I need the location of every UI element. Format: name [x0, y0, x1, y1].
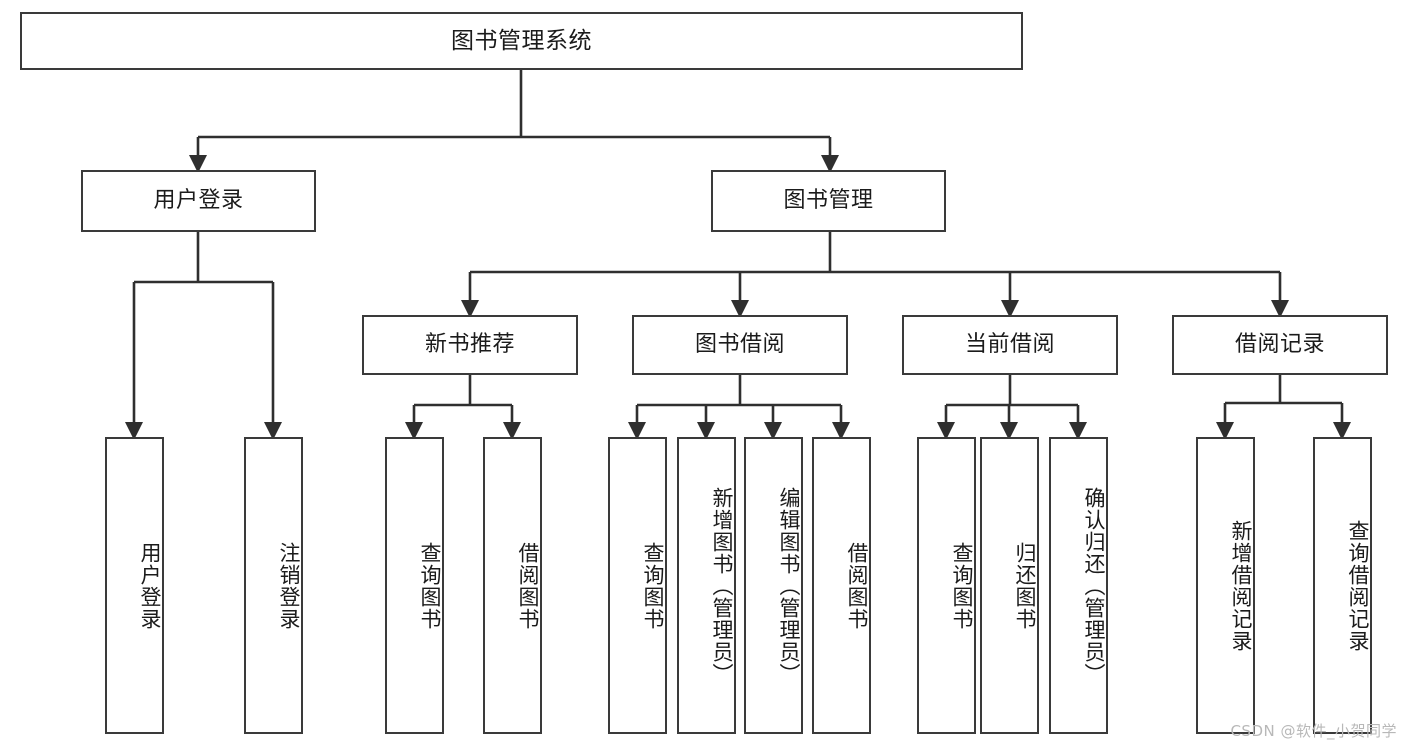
node-leaf-borrow-book-2[interactable]: 借阅图书: [812, 437, 871, 734]
node-current-borrow[interactable]: 当前借阅: [902, 315, 1118, 375]
node-leaf-user-login[interactable]: 用户登录: [105, 437, 164, 734]
leaf-label: 查询图书: [641, 541, 665, 630]
node-leaf-query-book-3[interactable]: 查询图书: [917, 437, 976, 734]
node-leaf-add-record[interactable]: 新增借阅记录: [1196, 437, 1255, 734]
node-leaf-add-book[interactable]: 新增图书（管理员）: [677, 437, 736, 734]
node-leaf-borrow-book-1[interactable]: 借阅图书: [483, 437, 542, 734]
node-user-login[interactable]: 用户登录: [81, 170, 316, 232]
leaf-label: 归还图书: [1013, 541, 1037, 630]
node-leaf-query-book-2[interactable]: 查询图书: [608, 437, 667, 734]
leaf-label: 确认归还（管理员）: [1082, 486, 1106, 685]
node-book-borrow[interactable]: 图书借阅: [632, 315, 848, 375]
leaf-label: 编辑图书（管理员）: [777, 486, 801, 685]
node-leaf-query-record[interactable]: 查询借阅记录: [1313, 437, 1372, 734]
node-leaf-logout-login[interactable]: 注销登录: [244, 437, 303, 734]
node-root[interactable]: 图书管理系统: [20, 12, 1023, 70]
node-leaf-return-book[interactable]: 归还图书: [980, 437, 1039, 734]
csdn-watermark: CSDN @软件_小贺同学: [1230, 722, 1397, 740]
node-leaf-confirm-return[interactable]: 确认归还（管理员）: [1049, 437, 1108, 734]
leaf-label: 查询图书: [418, 541, 442, 630]
leaf-label: 借阅图书: [845, 541, 869, 630]
leaf-label: 新增借阅记录: [1229, 519, 1253, 652]
node-borrow-record[interactable]: 借阅记录: [1172, 315, 1388, 375]
leaf-label: 新增图书（管理员）: [710, 486, 734, 685]
leaf-label: 借阅图书: [516, 541, 540, 630]
leaf-label: 查询图书: [950, 541, 974, 630]
leaf-label: 用户登录: [138, 541, 162, 630]
leaf-label: 查询借阅记录: [1346, 519, 1370, 652]
node-new-book-recommend[interactable]: 新书推荐: [362, 315, 578, 375]
node-book-manage[interactable]: 图书管理: [711, 170, 946, 232]
node-leaf-edit-book[interactable]: 编辑图书（管理员）: [744, 437, 803, 734]
node-leaf-query-book-1[interactable]: 查询图书: [385, 437, 444, 734]
leaf-label: 注销登录: [277, 541, 301, 630]
